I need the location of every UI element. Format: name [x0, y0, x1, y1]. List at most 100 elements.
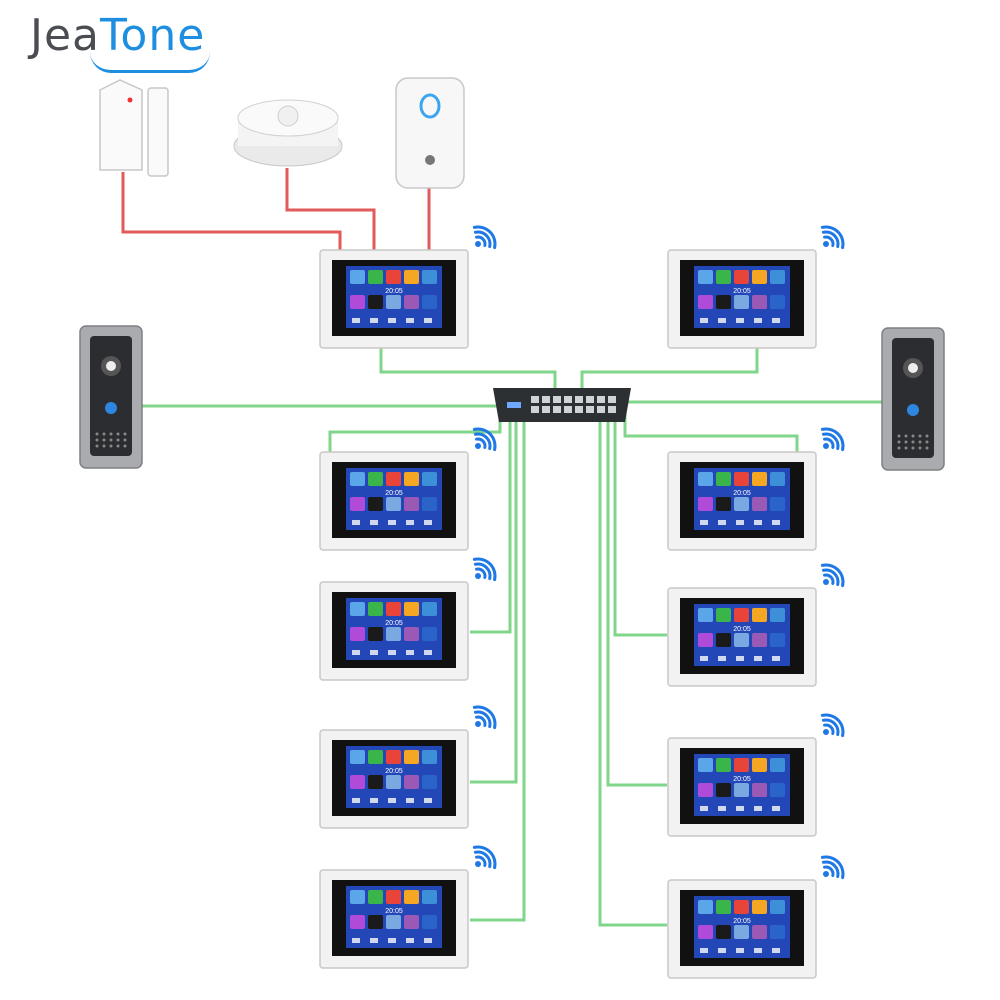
- app-tile: [368, 602, 383, 616]
- app-tile: [368, 270, 383, 284]
- app-tile: [422, 915, 437, 929]
- dock-icon: [754, 806, 762, 811]
- dock-icon: [754, 520, 762, 525]
- dock-icon: [388, 938, 396, 943]
- switch-port: [575, 396, 583, 403]
- switch-port: [564, 406, 572, 413]
- switch-port: [564, 396, 572, 403]
- app-tile: [770, 783, 785, 797]
- switch-port: [597, 406, 605, 413]
- app-tile: [770, 758, 785, 772]
- speaker-hole: [911, 434, 915, 438]
- dock-icon: [736, 656, 744, 661]
- app-tile: [770, 497, 785, 511]
- app-tile: [734, 295, 749, 309]
- app-tile: [734, 497, 749, 511]
- app-tile: [752, 608, 767, 622]
- app-tile: [698, 472, 713, 486]
- app-tile: [698, 758, 713, 772]
- ethernet-right-monitor-4: [598, 420, 667, 927]
- app-tile: [368, 295, 383, 309]
- app-tile: [404, 890, 419, 904]
- chime-badge: [425, 155, 435, 165]
- monitor-left-4: 20:05: [319, 869, 469, 969]
- app-tile: [698, 783, 713, 797]
- dock-icon: [718, 806, 726, 811]
- dock-icon: [388, 798, 396, 803]
- monitor-left-1: 20:05: [319, 451, 469, 551]
- speaker-hole: [123, 438, 127, 442]
- app-tile: [386, 775, 401, 789]
- call-button: [907, 404, 919, 416]
- wifi-icon: [820, 427, 845, 452]
- dock-icon: [388, 318, 396, 323]
- app-tile: [752, 270, 767, 284]
- app-tile: [386, 627, 401, 641]
- chime-body: [395, 77, 465, 189]
- app-tile: [422, 750, 437, 764]
- app-tile: [752, 295, 767, 309]
- app-tile: [386, 602, 401, 616]
- app-tile: [770, 472, 785, 486]
- ethernet-top-left-monitor: [379, 340, 557, 390]
- app-tile: [404, 915, 419, 929]
- app-tile: [386, 915, 401, 929]
- sensor-magnet: [147, 87, 169, 177]
- app-tile: [368, 890, 383, 904]
- dock-icon: [736, 806, 744, 811]
- speaker-hole: [109, 432, 113, 436]
- app-tile: [698, 270, 713, 284]
- wifi-icon: [820, 563, 845, 588]
- app-tile: [734, 608, 749, 622]
- app-tile: [734, 633, 749, 647]
- dock-icon: [718, 656, 726, 661]
- app-tile: [698, 497, 713, 511]
- speaker-hole: [904, 446, 908, 450]
- switch-body: [493, 388, 631, 422]
- app-tile: [716, 270, 731, 284]
- dock-icon: [700, 806, 708, 811]
- speaker-hole: [95, 432, 99, 436]
- screen-time: 20:05: [385, 288, 403, 295]
- speaker-hole: [911, 440, 915, 444]
- dock-icon: [424, 650, 432, 655]
- sensor-led: [127, 97, 133, 103]
- app-tile: [716, 472, 731, 486]
- screen-time: 20:05: [733, 626, 751, 633]
- dock-icon: [772, 318, 780, 323]
- sensor-body: [99, 79, 143, 171]
- app-tile: [350, 602, 365, 616]
- ethernet-left-monitor-3: [470, 420, 518, 784]
- speaker-hole: [123, 432, 127, 436]
- speaker-hole: [95, 438, 99, 442]
- ethernet-right-monitor-3: [606, 420, 667, 787]
- wifi-icon: [820, 713, 845, 738]
- screen-time: 20:05: [733, 776, 751, 783]
- screen-time: 20:05: [733, 490, 751, 497]
- dock-icon: [406, 520, 414, 525]
- camera-lens: [908, 363, 918, 373]
- speaker-hole: [116, 438, 120, 442]
- station-faceplate: [892, 338, 934, 458]
- speaker-hole: [897, 440, 901, 444]
- monitor-right-1: 20:05: [667, 451, 817, 551]
- dock-icon: [370, 938, 378, 943]
- app-tile: [368, 497, 383, 511]
- app-tile: [698, 925, 713, 939]
- dock-icon: [718, 948, 726, 953]
- app-tile: [752, 900, 767, 914]
- switch-port: [597, 396, 605, 403]
- app-tile: [734, 925, 749, 939]
- monitor-left-3: 20:05: [319, 729, 469, 829]
- wifi-icon: [472, 427, 497, 452]
- speaker-hole: [904, 440, 908, 444]
- app-tile: [422, 890, 437, 904]
- speaker-hole: [102, 438, 106, 442]
- app-tile: [716, 295, 731, 309]
- logo-swoosh: [90, 52, 210, 73]
- app-tile: [386, 497, 401, 511]
- app-tile: [386, 270, 401, 284]
- speaker-hole: [102, 444, 106, 448]
